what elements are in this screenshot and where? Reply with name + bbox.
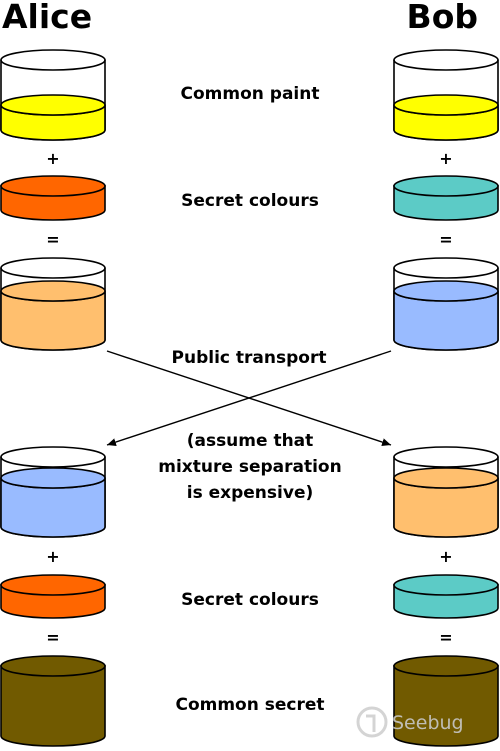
label-common-secret: Common secret — [175, 695, 324, 715]
alice-title: Alice — [2, 0, 92, 36]
alice-equals-1: = — [46, 230, 59, 249]
alice-plus-2: + — [46, 547, 59, 566]
label-assume-line-1: (assume that — [187, 431, 314, 451]
bob-equals-2: = — [439, 628, 452, 647]
alice-mixture-beaker — [0, 257, 106, 351]
alice-common-secret-cylinder — [0, 655, 106, 747]
arrow-bob-to-alice — [106, 350, 392, 446]
alice-secret-colour-disc — [0, 175, 106, 221]
label-public-transport: Public transport — [172, 348, 327, 368]
beaker-liquid-surface — [393, 94, 499, 116]
bob-received-mixture-beaker — [393, 446, 499, 538]
bob-plus-2: + — [439, 547, 452, 566]
label-secret-colours-2: Secret colours — [181, 590, 319, 610]
bob-title: Bob — [407, 0, 478, 36]
bob-mixture-beaker — [393, 257, 499, 351]
seebug-logo-icon — [356, 706, 388, 738]
bob-plus-1: + — [439, 149, 452, 168]
alice-secret-colour-disc-2 — [0, 574, 106, 619]
label-common-paint: Common paint — [181, 84, 320, 104]
bob-common-paint-beaker — [393, 49, 499, 141]
beaker-liquid-surface — [0, 94, 106, 116]
watermark-text: Seebug — [392, 712, 464, 734]
alice-plus-1: + — [46, 149, 59, 168]
label-assume-line-3: is expensive) — [187, 483, 314, 503]
label-assume-line-2: mixture separation — [158, 457, 341, 477]
alice-common-paint-beaker — [0, 49, 106, 141]
bob-secret-colour-disc — [393, 175, 499, 221]
bob-secret-colour-disc-2 — [393, 574, 499, 619]
label-secret-colours-1: Secret colours — [181, 191, 319, 211]
beaker-rim — [0, 49, 106, 71]
alice-received-mixture-beaker — [0, 446, 106, 538]
bob-equals-1: = — [439, 230, 452, 249]
alice-equals-2: = — [46, 628, 59, 647]
seebug-watermark: Seebug — [356, 706, 464, 738]
bob-common-secret-cylinder — [393, 655, 499, 747]
beaker-rim — [393, 49, 499, 71]
